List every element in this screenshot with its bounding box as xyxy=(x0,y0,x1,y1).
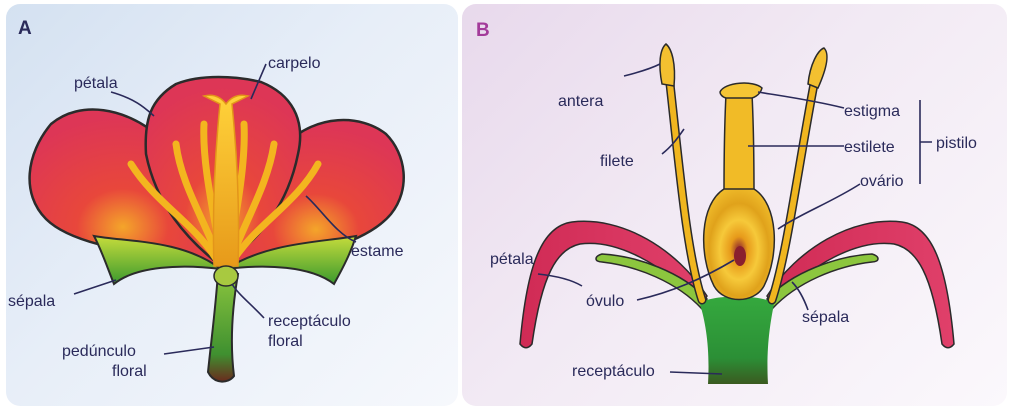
label-sepala-b: sépala xyxy=(802,309,849,326)
label-petala: pétala xyxy=(74,75,118,92)
label-antera: antera xyxy=(558,93,603,110)
label-estilete: estilete xyxy=(844,139,895,156)
panel-b-letter: B xyxy=(476,20,490,41)
label-filete: filete xyxy=(600,153,634,170)
label-estame: estame xyxy=(351,243,404,260)
label-estigma: estigma xyxy=(844,103,900,120)
anther-left xyxy=(660,44,675,86)
flower-illustration-a: A carpelo pétala estame sépala receptácu… xyxy=(6,4,458,406)
peduncle xyxy=(208,272,238,382)
label-peduncle-line2: floral xyxy=(112,363,147,380)
label-pistilo: pistilo xyxy=(936,135,977,152)
label-carpelo: carpelo xyxy=(268,55,321,72)
label-ovario: ovário xyxy=(860,173,904,190)
flower-illustration-b: B antera filete estigma estilete ovário xyxy=(462,4,1007,406)
label-receptaculo-floral-line2: floral xyxy=(268,333,303,350)
label-petala-b: pétala xyxy=(490,251,534,268)
ovary xyxy=(704,189,775,300)
label-receptaculo-b: receptáculo xyxy=(572,363,655,380)
panel-a-whole-flower: A carpelo pétala estame sépala receptácu… xyxy=(6,4,458,406)
label-receptaculo-floral-line1: receptáculo xyxy=(268,313,351,330)
stigma xyxy=(720,83,762,98)
receptacle xyxy=(700,297,774,385)
label-peduncle-line1: pedúnculo xyxy=(62,343,136,360)
style xyxy=(724,94,754,194)
pistilo-bracket xyxy=(920,100,932,184)
ovule xyxy=(734,246,746,266)
label-ovulo: óvulo xyxy=(586,293,624,310)
label-sepala: sépala xyxy=(8,293,55,310)
panel-a-letter: A xyxy=(18,18,32,39)
panel-b-flower-section: B antera filete estigma estilete ovário xyxy=(462,4,1007,406)
floral-receptacle xyxy=(214,266,238,286)
anther-right xyxy=(808,48,827,88)
